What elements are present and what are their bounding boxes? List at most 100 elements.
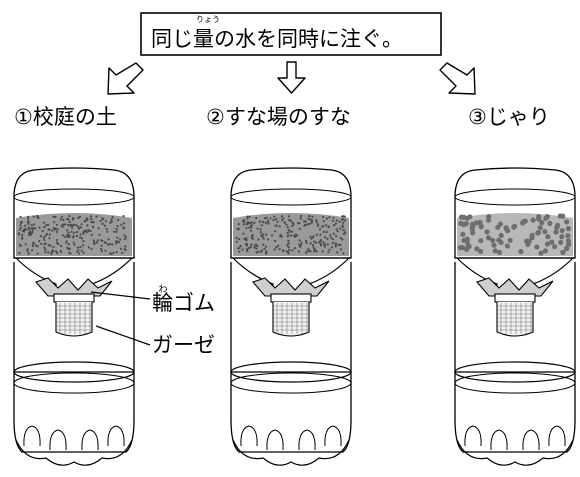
grain: [333, 224, 336, 227]
grain: [308, 222, 311, 225]
grain: [122, 215, 125, 218]
grain: [52, 226, 55, 230]
grain: [262, 233, 265, 236]
grain: [246, 215, 249, 218]
rubber-band-label: 輪ゴム: [152, 291, 215, 315]
grain: [69, 252, 72, 255]
grain: [282, 217, 285, 220]
grain: [44, 242, 47, 245]
grain: [109, 252, 112, 255]
grain: [317, 241, 321, 244]
grain: [235, 236, 238, 239]
grain: [19, 244, 22, 247]
grain: [260, 234, 263, 237]
grain: [341, 215, 344, 218]
grain: [343, 219, 347, 222]
grain: [312, 246, 315, 249]
grain: [560, 213, 566, 219]
grain: [287, 252, 290, 255]
grain: [339, 237, 342, 240]
grain: [310, 237, 313, 240]
grain: [237, 227, 240, 230]
grain: [306, 223, 309, 226]
grain: [544, 241, 551, 247]
grain: [66, 233, 69, 236]
grain: [17, 232, 21, 235]
grain: [79, 245, 82, 249]
grain: [339, 227, 342, 230]
grain: [251, 221, 254, 224]
grain: [246, 249, 249, 253]
grain: [19, 224, 22, 227]
rubber-band: [494, 293, 536, 303]
grain: [39, 235, 43, 238]
grain: [104, 249, 107, 252]
grain: [322, 241, 325, 244]
grain: [115, 240, 118, 243]
rubber-band-rest: ゴム: [173, 291, 215, 315]
grain: [256, 227, 259, 230]
grain: [290, 220, 293, 223]
grain: [21, 236, 24, 239]
gauze-pouch: [496, 302, 534, 337]
grain: [60, 216, 64, 219]
grain: [255, 247, 258, 250]
grain: [293, 247, 297, 250]
grain: [44, 248, 47, 251]
grain: [75, 224, 78, 227]
grain: [275, 246, 278, 249]
grain: [82, 240, 85, 243]
grain: [26, 220, 30, 223]
grain: [474, 246, 480, 252]
grain: [299, 215, 303, 218]
grain: [309, 250, 312, 253]
grain: [99, 219, 102, 223]
grain: [79, 233, 82, 236]
grain: [321, 250, 324, 253]
grain: [511, 224, 517, 230]
grain: [275, 224, 278, 227]
grain: [54, 215, 57, 219]
grain: [31, 231, 34, 234]
grain: [283, 221, 286, 224]
grain: [560, 249, 566, 255]
grain: [339, 243, 342, 246]
grain: [122, 226, 125, 229]
grain: [542, 248, 549, 254]
grain: [526, 239, 532, 245]
grain: [457, 245, 463, 251]
grain: [67, 243, 70, 246]
instruction-before: 同じ: [151, 27, 193, 51]
grain: [565, 233, 571, 239]
grain: [552, 244, 558, 250]
grain: [43, 226, 46, 229]
grain: [123, 234, 126, 237]
grain: [20, 226, 23, 229]
grain: [24, 243, 27, 246]
grain: [289, 234, 293, 237]
grain: [326, 243, 329, 246]
grain: [336, 251, 339, 254]
grain: [305, 239, 308, 242]
gauze-pouch: [272, 302, 310, 337]
grain: [322, 230, 325, 233]
grain: [542, 229, 548, 235]
grain: [539, 220, 545, 226]
grain: [107, 238, 110, 241]
grain: [237, 247, 240, 250]
grain: [271, 234, 274, 237]
grain: [100, 239, 103, 242]
grain: [89, 215, 93, 218]
grain: [311, 215, 314, 218]
grain: [52, 215, 55, 218]
grain: [504, 243, 510, 249]
grain: [32, 227, 35, 230]
grain: [80, 237, 84, 240]
grain: [335, 228, 338, 231]
grain: [77, 246, 80, 249]
grain: [24, 224, 27, 227]
grain: [299, 217, 302, 220]
grain: [323, 243, 327, 246]
grain: [286, 231, 289, 234]
grain: [264, 221, 268, 224]
